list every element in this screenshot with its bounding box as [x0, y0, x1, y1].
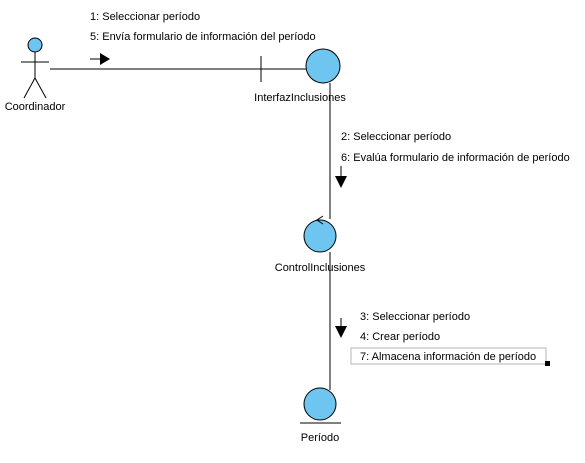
control-icon — [303, 215, 337, 253]
actor-coordinador[interactable]: Coordinador — [5, 37, 66, 113]
message-label: 1: Seleccionar período — [90, 11, 200, 23]
boundary-icon — [260, 48, 341, 84]
resize-handle[interactable] — [545, 361, 550, 366]
object-periodo[interactable]: Período — [300, 387, 341, 444]
message-group-control-entity: 3: Seleccionar período 4: Crear período … — [335, 311, 550, 366]
stick-figure-actor-icon — [21, 37, 49, 99]
message-label: 3: Seleccionar período — [360, 311, 470, 323]
arrow-down-icon — [335, 318, 347, 338]
arrow-right-icon — [90, 53, 110, 65]
entity-icon — [300, 387, 341, 424]
message-group-boundary-control: 2: Seleccionar período 6: Evalúa formula… — [335, 131, 570, 188]
arrow-down-icon — [335, 166, 347, 188]
message-group-actor-boundary: 1: Seleccionar período 5: Envía formular… — [90, 11, 316, 65]
message-label: 5: Envía formulario de información del p… — [90, 31, 316, 43]
message-label: 6: Evalúa formulario de información de p… — [341, 152, 570, 164]
selected-message-box[interactable] — [350, 347, 547, 365]
boundary-label: InterfazInclusiones — [254, 92, 346, 104]
message-label: 4: Crear período — [360, 331, 440, 343]
entity-label: Período — [301, 432, 340, 444]
actor-label: Coordinador — [5, 101, 66, 113]
message-label: 2: Seleccionar período — [341, 131, 451, 143]
object-interfaz-inclusiones[interactable]: InterfazInclusiones — [254, 48, 346, 104]
control-label: ControlInclusiones — [275, 262, 366, 274]
object-control-inclusiones[interactable]: ControlInclusiones — [275, 215, 366, 274]
message-label[interactable]: 7: Almacena información de período — [360, 351, 536, 363]
